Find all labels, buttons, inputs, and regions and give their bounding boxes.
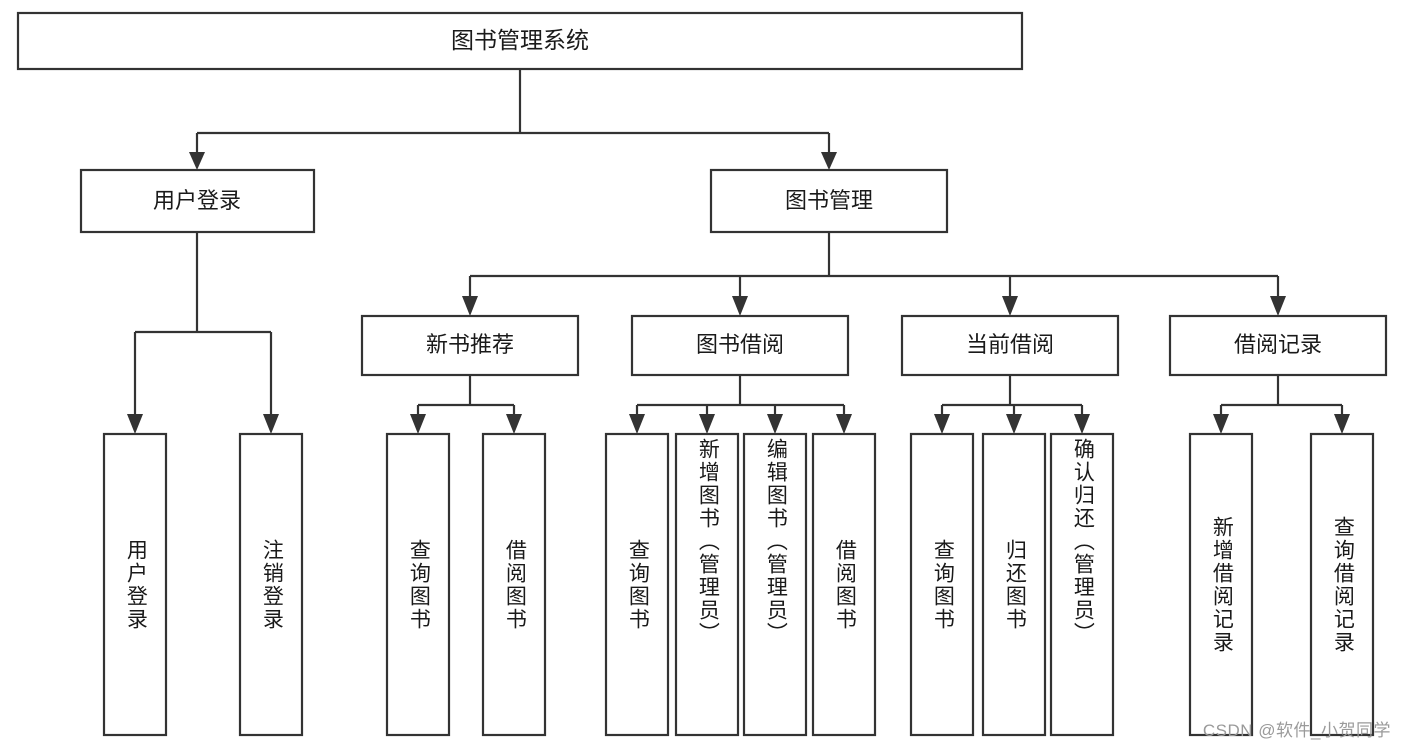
arrow-bookmanage-to-current	[1002, 296, 1018, 316]
node-new-book-recommend-label: 新书推荐	[426, 332, 514, 357]
arrow-current-leaf-2	[1006, 414, 1022, 434]
node-book-borrow-box[interactable]	[630, 314, 850, 377]
arrow-current-leaf-3	[1074, 414, 1090, 434]
arrow-record-leaf-1	[1213, 414, 1229, 434]
leaf-box-query-book-borrow[interactable]	[604, 432, 670, 737]
connector-layer	[127, 69, 1350, 434]
arrow-bookmanage-to-record	[1270, 296, 1286, 316]
node-new-book-recommend[interactable]: 新书推荐	[360, 314, 580, 377]
node-book-borrow-label: 图书借阅	[696, 332, 784, 357]
node-current-borrow-label: 当前借阅	[966, 332, 1054, 357]
node-user-login-box[interactable]	[79, 168, 316, 234]
leaf-box-query-book-current[interactable]	[909, 432, 975, 737]
arrow-bookmanage-to-newbook	[462, 296, 478, 316]
arrow-borrow-leaf-3	[767, 414, 783, 434]
leaf-box-return-book[interactable]	[981, 432, 1047, 737]
arrow-userlogin-leaf-1	[127, 414, 143, 434]
node-current-borrow[interactable]: 当前借阅	[900, 314, 1120, 377]
node-root[interactable]: 图书管理系统	[16, 11, 1024, 71]
node-borrow-record-box[interactable]	[1168, 314, 1388, 377]
node-book-management-label: 图书管理	[785, 188, 873, 213]
leaf-box-logout[interactable]	[238, 432, 304, 737]
arrow-bookmanage-to-borrow	[732, 296, 748, 316]
leaf-box-layer	[102, 432, 1375, 737]
arrow-current-leaf-1	[934, 414, 950, 434]
leaf-box-borrow-book-newbook[interactable]	[481, 432, 547, 737]
leaf-box-confirm-return-admin[interactable]	[1049, 432, 1115, 737]
arrow-root-to-book-manage	[821, 152, 837, 170]
arrow-borrow-leaf-2	[699, 414, 715, 434]
node-root-label: 图书管理系统	[451, 27, 589, 53]
arrow-root-to-user-login	[189, 152, 205, 170]
leaf-box-user-login[interactable]	[102, 432, 168, 737]
arrow-newbook-leaf-1	[410, 414, 426, 434]
node-book-management[interactable]: 图书管理	[709, 168, 949, 234]
csdn-watermark: CSDN @软件_小贺同学	[1202, 721, 1391, 740]
node-user-login-label: 用户登录	[153, 188, 241, 213]
arrow-record-leaf-2	[1334, 414, 1350, 434]
node-borrow-record-label: 借阅记录	[1234, 332, 1322, 357]
arrow-newbook-leaf-2	[506, 414, 522, 434]
leaf-box-query-book-newbook[interactable]	[385, 432, 451, 737]
node-new-book-recommend-box[interactable]	[360, 314, 580, 377]
node-book-management-box[interactable]	[709, 168, 949, 234]
leaf-box-edit-book-admin[interactable]	[742, 432, 808, 737]
node-current-borrow-box[interactable]	[900, 314, 1120, 377]
arrow-userlogin-leaf-2	[263, 414, 279, 434]
arrow-borrow-leaf-4	[836, 414, 852, 434]
node-root-box[interactable]	[16, 11, 1024, 71]
node-user-login[interactable]: 用户登录	[79, 168, 316, 234]
node-book-borrow[interactable]: 图书借阅	[630, 314, 850, 377]
leaf-box-query-borrow-record[interactable]	[1309, 432, 1375, 737]
node-borrow-record[interactable]: 借阅记录	[1168, 314, 1388, 377]
leaf-box-borrow-book[interactable]	[811, 432, 877, 737]
arrow-borrow-leaf-1	[629, 414, 645, 434]
leaf-box-add-borrow-record[interactable]	[1188, 432, 1254, 737]
leaf-box-add-book-admin[interactable]	[674, 432, 740, 737]
